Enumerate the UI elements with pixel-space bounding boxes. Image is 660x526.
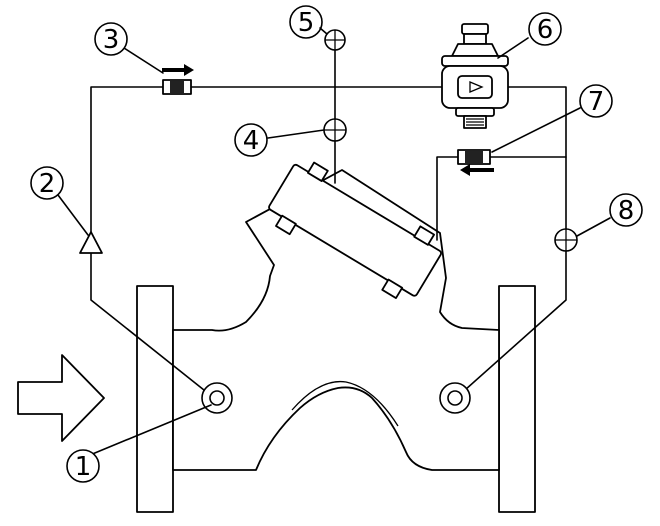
callout-8: 8 [609,193,643,227]
leader-8 [576,217,611,237]
pilot-valve-component-6 [441,23,509,129]
filter-component-3 [162,64,194,95]
callout-7: 7 [579,84,613,118]
callout-3-label: 3 [103,25,120,55]
callout-5: 5 [289,5,328,39]
inlet-tap-inner [209,390,225,406]
pilot-line-top [455,86,567,399]
valve-body-inner-line [291,380,399,427]
callout-1-label: 1 [75,452,92,482]
leader-2 [57,194,89,236]
flow-direction-arrow [17,354,105,442]
callout-6-label: 6 [537,15,554,45]
pilot-line-upstream [90,86,443,399]
callout-6: 6 [528,12,562,46]
callout-4-label: 4 [243,126,260,156]
inlet-flange [136,285,174,513]
callout-5-label: 5 [298,8,315,38]
leader-1 [89,404,212,456]
leader-3 [123,47,164,74]
callout-8-label: 8 [618,196,635,226]
callout-3: 3 [94,22,128,56]
filter-component-7 [457,149,494,176]
gauge-component-4 [323,118,347,142]
callout-7-label: 7 [588,87,605,117]
gauge-component-5 [324,29,346,88]
outlet-tap-inner [447,390,463,406]
gauge-component-8 [554,228,578,252]
callout-2-label: 2 [39,169,56,199]
outlet-flange [498,285,536,513]
pilot-line-control [436,156,567,241]
callout-4: 4 [234,123,268,157]
callout-2: 2 [30,166,64,200]
valve-bonnet [268,161,442,299]
leader-7 [491,107,581,153]
leader-6 [497,37,529,59]
triangle-component-2 [79,231,103,254]
callout-1: 1 [66,449,100,483]
leader-4 [267,129,325,139]
